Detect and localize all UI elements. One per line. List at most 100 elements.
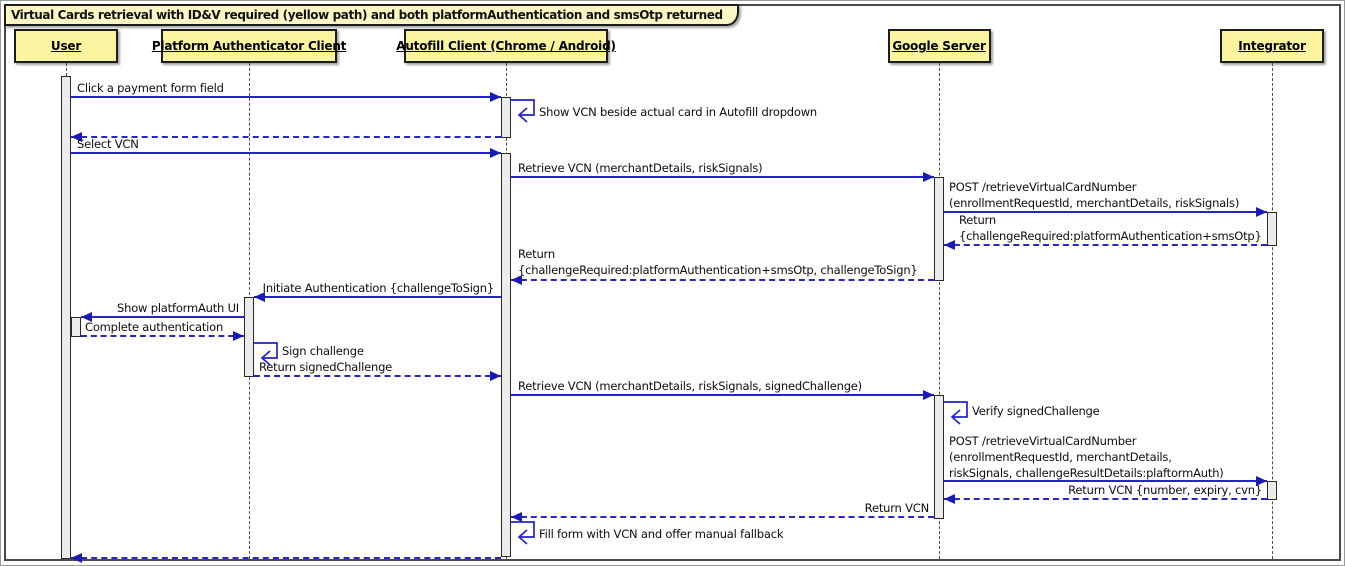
- message-text-line: Return VCN {number, expiry, cvn}: [1068, 483, 1262, 497]
- msg-final-return-to-user-arrowhead-icon: [71, 553, 82, 563]
- self-show-vcn-dropdown-loop-icon: [511, 98, 541, 128]
- self-verify-challenge-loop-icon: [944, 400, 974, 430]
- participant-label: Autofill Client (Chrome / Android): [396, 39, 616, 53]
- msg-return-vcn-details-label: Return VCN {number, expiry, cvn}: [1068, 482, 1262, 498]
- msg-select-vcn-line: [71, 152, 501, 154]
- message-text-line: Retrieve VCN (merchantDetails, riskSigna…: [518, 161, 763, 175]
- participant-integrator: Integrator: [1220, 29, 1324, 63]
- msg-return-challenge-required-line: [944, 244, 1267, 246]
- msg-return-show-dropdown-line: [71, 136, 501, 138]
- msg-show-platformauth-ui-arrowhead-icon: [81, 312, 92, 322]
- message-text-line: Initiate Authentication {challengeToSign…: [262, 281, 495, 295]
- message-text-line: Click a payment form field: [77, 81, 224, 95]
- activation-google-1: [934, 177, 944, 281]
- participant-label: Integrator: [1238, 39, 1306, 53]
- msg-initiate-authentication-line: [254, 296, 501, 298]
- participant-label: Google Server: [892, 39, 986, 53]
- participant-user: User: [14, 29, 118, 63]
- participant-platform-authenticator: Platform Authenticator Client: [152, 29, 346, 63]
- msg-complete-authentication-line: [81, 335, 244, 337]
- message-text-line: Return signedChallenge: [259, 360, 393, 374]
- message-text-line: riskSignals, challengeResultDetails:plaf…: [949, 466, 1224, 480]
- msg-post-retrieve-1-label: POST /retrieveVirtualCardNumber (enrollme…: [949, 179, 1239, 211]
- msg-select-vcn-label: Select VCN: [77, 136, 139, 152]
- msg-final-return-to-user-line: [71, 557, 501, 559]
- msg-retrieve-vcn-2-line: [511, 394, 934, 396]
- msg-retrieve-vcn-2-label: Retrieve VCN (merchantDetails, riskSigna…: [518, 378, 862, 394]
- msg-return-signed-challenge-label: Return signedChallenge: [259, 359, 392, 375]
- message-text-line: Return: [959, 213, 996, 227]
- msg-return-challenge-required-label: Return {challengeRequired:platformAuthent…: [959, 212, 1262, 244]
- message-text-line: Sign challenge: [282, 344, 364, 358]
- msg-return-challenge-tosign-label: Return {challengeRequired:platformAuthent…: [518, 246, 918, 278]
- message-text-line: Return: [518, 247, 555, 261]
- message-text-line: Show VCN beside actual card in Autofill …: [539, 105, 818, 119]
- msg-return-signed-challenge-line: [254, 375, 501, 377]
- message-text-line: POST /retrieveVirtualCardNumber: [949, 180, 1137, 194]
- msg-return-vcn-line: [511, 516, 934, 518]
- activation-autofill-1: [501, 97, 511, 138]
- message-text-line: (enrollmentRequestId, merchantDetails,: [949, 450, 1172, 464]
- msg-retrieve-vcn-2-arrowhead-icon: [923, 390, 934, 400]
- msg-click-payment-field-arrowhead-icon: [490, 92, 501, 102]
- msg-return-signed-challenge-arrowhead-icon: [490, 371, 501, 381]
- msg-return-challenge-tosign-line: [511, 279, 934, 281]
- lifeline-integrator: [1271, 63, 1273, 559]
- message-text-line: Return VCN: [864, 501, 930, 515]
- msg-retrieve-vcn-1-arrowhead-icon: [923, 172, 934, 182]
- msg-retrieve-vcn-1-line: [511, 176, 934, 178]
- message-text-line: Verify signedChallenge: [972, 404, 1100, 418]
- self-sign-challenge-label: Sign challenge: [282, 343, 364, 359]
- self-fill-form-fallback-loop-icon: [511, 520, 541, 550]
- participant-autofill-client: Autofill Client (Chrome / Android): [396, 29, 616, 63]
- msg-return-vcn-label: Return VCN: [864, 500, 930, 516]
- self-verify-challenge-label: Verify signedChallenge: [972, 403, 1100, 419]
- activation-integrator-1: [1267, 212, 1277, 246]
- participant-label: User: [50, 39, 82, 53]
- message-text-line: {challengeRequired:platformAuthenticatio…: [518, 263, 918, 277]
- activation-user-main: [61, 76, 71, 559]
- msg-return-vcn-details-arrowhead-icon: [944, 494, 955, 504]
- activation-google-2: [934, 395, 944, 519]
- participant-label: Platform Authenticator Client: [151, 39, 347, 53]
- msg-post-retrieve-1-line: [944, 211, 1267, 213]
- message-text-line: Complete authentication: [85, 320, 224, 334]
- msg-retrieve-vcn-1-label: Retrieve VCN (merchantDetails, riskSigna…: [518, 160, 763, 176]
- msg-post-retrieve-2-arrowhead-icon: [1256, 476, 1267, 486]
- diagram-title-tab: Virtual Cards retrieval with ID&V requir…: [4, 4, 739, 26]
- lifeline-google-server: [938, 63, 940, 559]
- message-text-line: Retrieve VCN (merchantDetails, riskSigna…: [518, 379, 862, 393]
- activation-integrator-2: [1267, 481, 1277, 500]
- msg-complete-authentication-label: Complete authentication: [85, 319, 223, 335]
- diagram-title: Virtual Cards retrieval with ID&V requir…: [11, 8, 723, 22]
- msg-click-payment-field-line: [71, 96, 501, 98]
- message-text-line: (enrollmentRequestId, merchantDetails, r…: [949, 196, 1240, 210]
- self-show-vcn-dropdown-label: Show VCN beside actual card in Autofill …: [539, 104, 817, 120]
- msg-initiate-authentication-label: Initiate Authentication {challengeToSign…: [262, 280, 495, 296]
- activation-autofill-2: [501, 153, 511, 557]
- activation-user-nested: [71, 317, 81, 337]
- msg-post-retrieve-2-line: [944, 480, 1267, 482]
- msg-post-retrieve-1-arrowhead-icon: [1256, 207, 1267, 217]
- self-fill-form-fallback-label: Fill form with VCN and offer manual fall…: [539, 526, 784, 542]
- msg-complete-authentication-arrowhead-icon: [233, 331, 244, 341]
- msg-select-vcn-arrowhead-icon: [490, 148, 501, 158]
- message-text-line: Show platformAuth UI: [117, 301, 239, 315]
- message-text-line: Select VCN: [77, 137, 139, 151]
- activation-platform-auth: [244, 297, 254, 377]
- self-sign-challenge-loop-icon: [254, 341, 284, 371]
- msg-show-platformauth-ui-label: Show platformAuth UI: [117, 300, 239, 316]
- msg-initiate-authentication-arrowhead-icon: [254, 292, 265, 302]
- msg-return-challenge-required-arrowhead-icon: [944, 240, 955, 250]
- msg-return-challenge-tosign-arrowhead-icon: [511, 275, 522, 285]
- msg-show-platformauth-ui-line: [81, 316, 244, 318]
- msg-return-vcn-arrowhead-icon: [511, 512, 522, 522]
- msg-return-show-dropdown-arrowhead-icon: [71, 132, 82, 142]
- message-text-line: Fill form with VCN and offer manual fall…: [539, 527, 784, 541]
- msg-return-vcn-details-line: [944, 498, 1267, 500]
- participant-google-server: Google Server: [887, 29, 991, 63]
- message-text-line: POST /retrieveVirtualCardNumber: [949, 434, 1137, 448]
- message-text-line: {challengeRequired:platformAuthenticatio…: [959, 229, 1262, 243]
- msg-click-payment-field-label: Click a payment form field: [77, 80, 224, 96]
